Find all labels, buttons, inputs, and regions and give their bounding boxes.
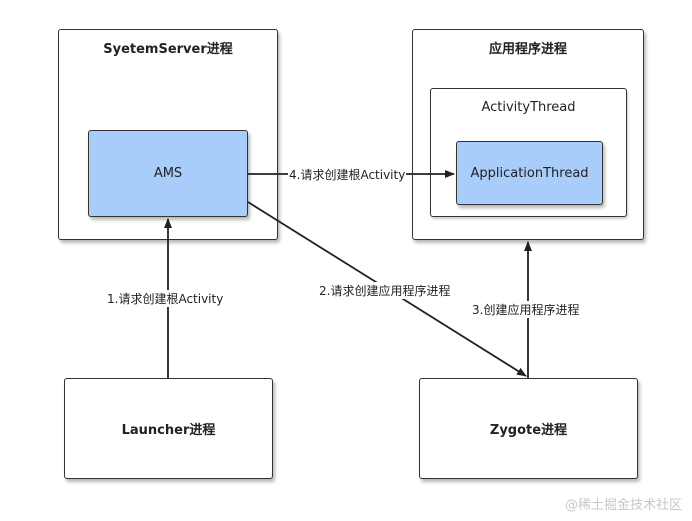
zygote-process-label: Zygote进程 xyxy=(489,423,568,438)
edge-label-step2: 2.请求创建应用程序进程 xyxy=(318,282,452,299)
ams-label: AMS xyxy=(153,166,183,181)
ams-box: AMS xyxy=(88,130,248,217)
applicationthread-box: ApplicationThread xyxy=(456,141,603,205)
launcher-process-label: Launcher进程 xyxy=(121,423,216,438)
systemserver-process-title: SyetemServer进程 xyxy=(103,42,233,57)
zygote-process-box: Zygote进程 xyxy=(419,378,638,479)
app-process-title: 应用程序进程 xyxy=(488,42,567,57)
edge-label-step4: 4.请求创建根Activity xyxy=(288,166,407,183)
edge-label-step1: 1.请求创建根Activity xyxy=(106,290,225,307)
watermark: @稀土掘金技术社区 xyxy=(564,498,682,513)
activitythread-title: ActivityThread xyxy=(481,100,576,115)
applicationthread-label: ApplicationThread xyxy=(470,165,589,181)
edge-label-step3: 3.创建应用程序进程 xyxy=(471,301,581,318)
launcher-process-box: Launcher进程 xyxy=(64,378,273,479)
